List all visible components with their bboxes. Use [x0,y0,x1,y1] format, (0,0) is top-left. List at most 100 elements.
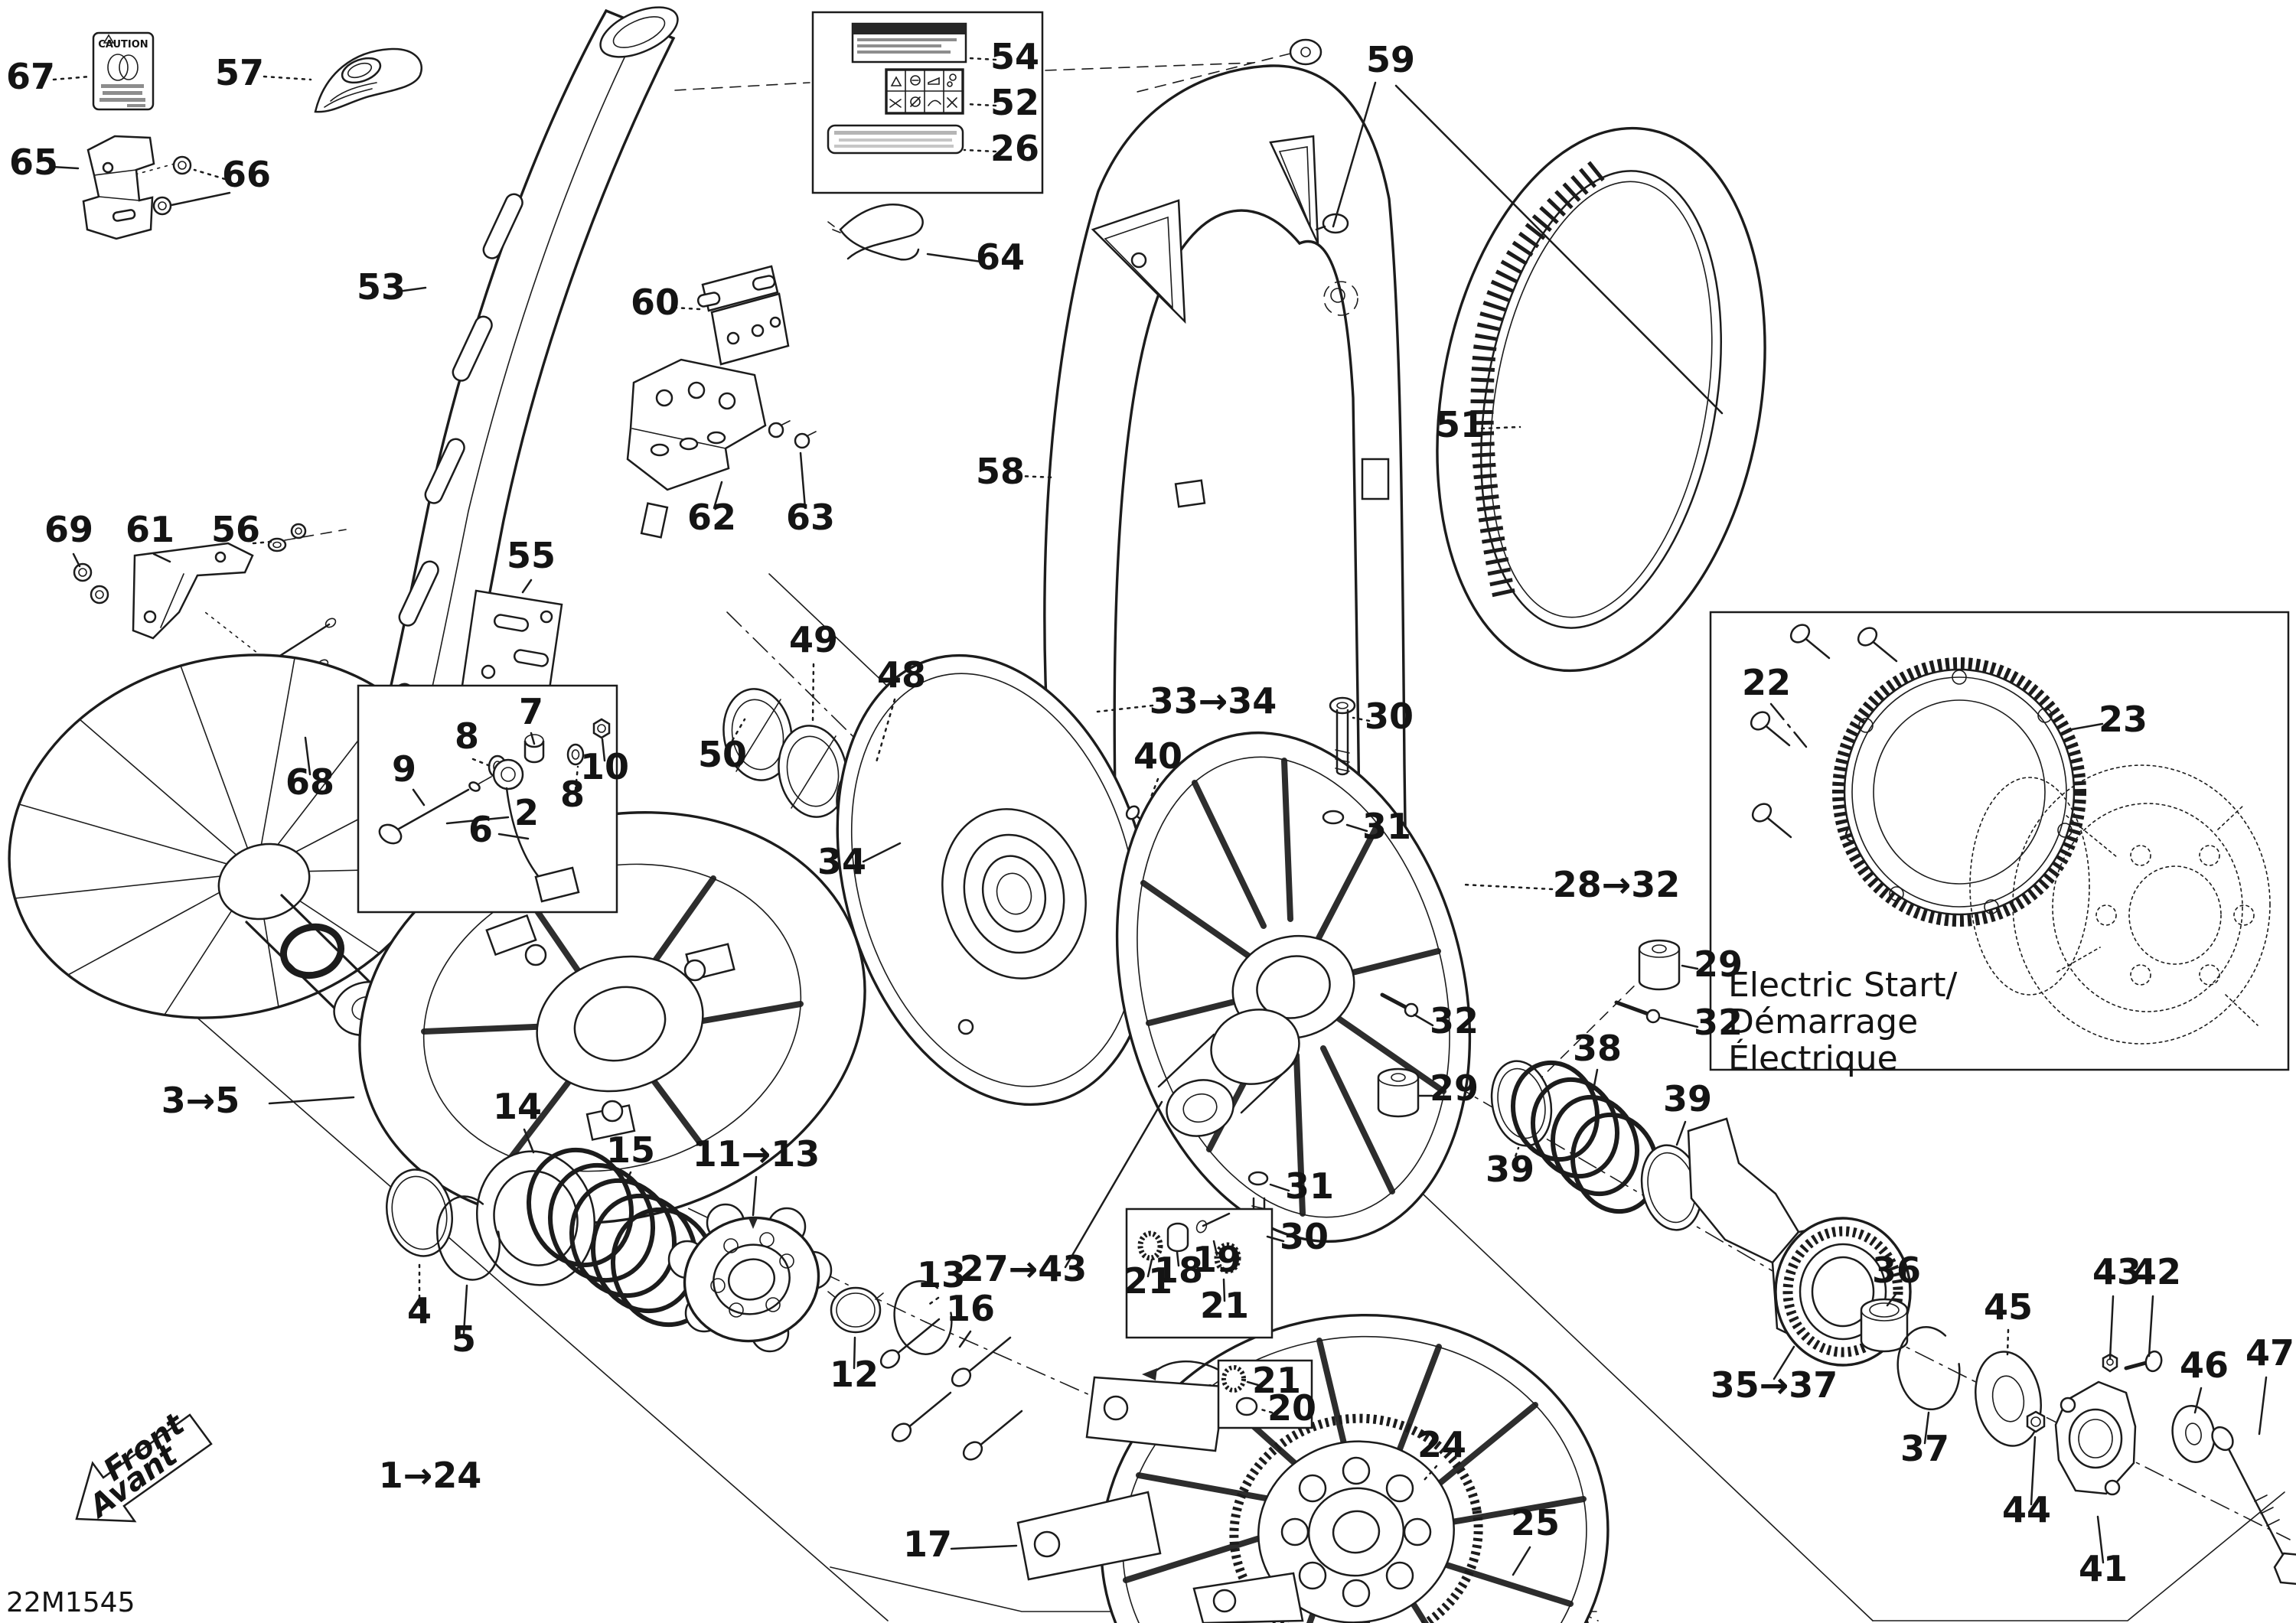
leader-48 [875,698,896,764]
part-29-spacer-upper [1638,939,1681,991]
callout-8: 8 [560,774,585,815]
leader-7 [530,732,536,745]
callout-47: 47 [2245,1332,2294,1374]
callout-53: 53 [357,266,406,308]
callout-39: 39 [1486,1149,1534,1190]
leader-67 [52,75,92,81]
callout-58: 58 [976,451,1025,492]
leader-26 [963,148,997,153]
part-17-fan-wheel [1016,1314,1609,1623]
part-3-5-sliding-sheave-assembly [358,811,866,1224]
callout-14: 14 [493,1086,542,1127]
callout-6: 6 [468,809,493,850]
leader-61 [152,552,171,563]
part-2-fixed-sheave [8,653,452,1036]
callout-45: 45 [1984,1286,2033,1328]
leader-66 [170,191,231,207]
part-64-cotter-pin [827,204,924,261]
callout-25: 25 [1511,1502,1560,1543]
callout-1→24: 1→24 [379,1455,482,1496]
leader-36 [1886,1292,1898,1307]
callout-21: 21 [1252,1360,1301,1401]
callout-46: 46 [2180,1344,2229,1386]
leader-30 [1352,716,1371,722]
part-61-bracket [132,542,254,640]
leader-56 [252,540,272,545]
part-32-screw-upper [1614,1000,1661,1024]
leader-24 [1423,1465,1438,1481]
callout-42: 42 [2132,1251,2181,1292]
leader-29 [1681,964,1699,970]
leader-23 [2066,722,2104,732]
callout-67: 67 [6,56,55,97]
leader-13 [926,1296,940,1307]
leader-22 [1769,702,1808,748]
leader-16 [958,1330,972,1348]
callout-16: 16 [946,1288,995,1329]
electric-box-text-1: Electric Start/ [1728,966,1958,1005]
caution-sticker-title: CAUTION [98,39,148,51]
callout-31: 31 [1362,806,1411,847]
callout-18: 18 [1154,1250,1203,1291]
leader-57 [263,75,312,81]
part-11-13-hub [667,1203,833,1353]
callout-26: 26 [990,128,1039,169]
callout-8: 8 [455,715,479,757]
callout-32: 32 [1430,1000,1479,1041]
leader-39 [1512,1146,1520,1165]
leader-17 [950,1544,1018,1550]
callout-66: 66 [222,154,271,195]
inset-box-20-21 [1217,1359,1313,1429]
part-47-bolt [2211,1426,2296,1586]
part-56-fasteners [267,523,307,552]
callout-64: 64 [976,236,1025,278]
leader-39 [1675,1120,1687,1146]
part-37-snap-ring [1896,1325,1961,1411]
leader-20 [1260,1408,1274,1414]
callout-62: 62 [687,497,736,538]
leader-59 [1332,81,1377,228]
part-12-bushing [827,1286,884,1334]
part-31-oring-lower [1247,1171,1269,1186]
leader-arrowhead-11-13 [748,1218,758,1229]
callout-15: 15 [606,1129,655,1171]
callout-2: 2 [514,792,539,833]
callout-37: 37 [1900,1428,1949,1469]
leader-42 [2148,1295,2154,1357]
part-5-snap-ring [435,1195,501,1281]
leader-43 [2108,1295,2115,1361]
inset-box-18-21 [1125,1207,1274,1339]
leader-46 [2193,1387,2203,1414]
callout-38: 38 [1573,1028,1622,1069]
part-59-fasteners [1289,38,1734,432]
part-51-drive-belt [1436,126,1766,673]
leader-62 [713,481,723,510]
electric-box-text-2: Démarrage [1728,1002,1918,1041]
callout-63: 63 [786,497,835,538]
part-43-nut [2102,1353,2118,1373]
callout-19: 19 [1192,1239,1241,1280]
part-flywheel [1969,764,2271,1045]
part-23-ring-gear [1832,657,2086,927]
leader-44 [2030,1436,2037,1506]
leader-34 [862,842,902,863]
callout-39: 39 [1663,1078,1712,1119]
leader-25 [1512,1546,1531,1576]
callout-52: 52 [990,82,1039,123]
callout-17: 17 [903,1524,952,1565]
leader-69 [72,552,81,568]
leader-53 [402,286,427,292]
arrow-to-fan-head [1142,1368,1157,1380]
inset-box-6-10 [357,684,618,914]
leader-49 [811,663,815,724]
callout-48: 48 [877,654,926,696]
leader-18 [1176,1250,1180,1267]
part-65-bracket [82,135,155,240]
callout-33→34: 33→34 [1150,680,1277,722]
callout-61: 61 [126,509,174,550]
part-52-pictogram-decal [885,68,964,115]
leader-31 [1269,1183,1290,1192]
callout-40: 40 [1133,735,1182,777]
callout-30: 30 [1280,1216,1329,1257]
